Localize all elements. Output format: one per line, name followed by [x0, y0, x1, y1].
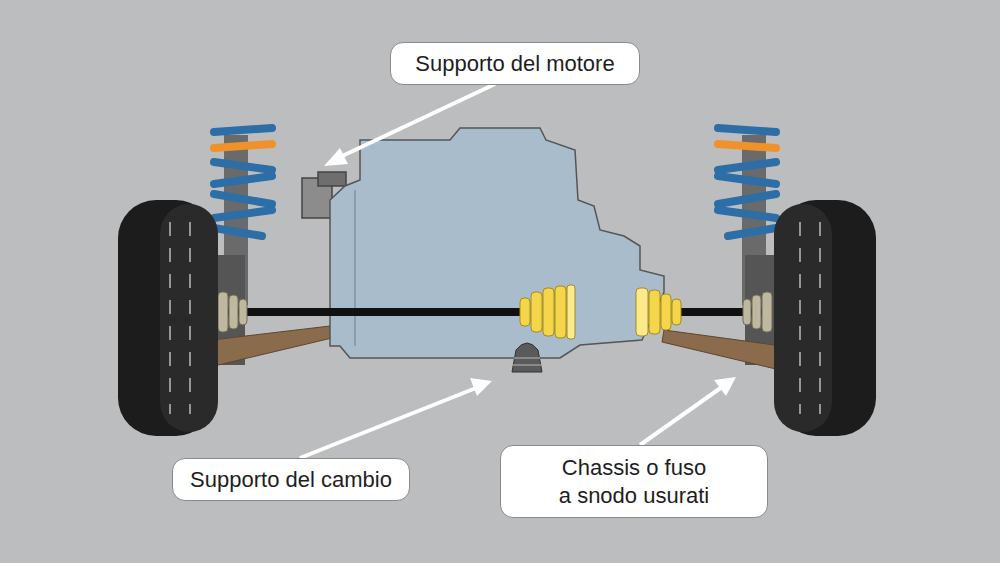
leader-arrow: [640, 377, 736, 445]
boot-rib: [520, 298, 530, 326]
leader-line: [338, 84, 495, 158]
boot-rib: [743, 299, 751, 325]
boot-rib: [218, 292, 228, 332]
arrow-head: [470, 378, 492, 396]
gearbox-mount: [512, 343, 542, 372]
arrow-head: [714, 377, 736, 396]
leader-arrow: [300, 378, 492, 458]
boot-rib: [239, 299, 247, 325]
boot-rib: [649, 290, 660, 334]
coil-spring: [718, 128, 776, 236]
engine-detail: [354, 190, 356, 346]
spring-seat: [214, 144, 272, 148]
boot-rib: [762, 292, 772, 332]
engine-block: [330, 128, 664, 358]
callout-text: Supporto del motore: [415, 50, 614, 78]
spring-seat: [718, 144, 776, 148]
control-arm: [212, 326, 332, 366]
spring-coil: [718, 210, 776, 218]
boot-rib: [229, 295, 238, 329]
spring-coil: [214, 210, 272, 218]
spring-coil: [718, 162, 776, 170]
tread-line: [169, 222, 171, 414]
tyre-tread: [160, 204, 218, 432]
spring-coil: [214, 228, 262, 236]
tread-line: [819, 222, 821, 414]
callout-text: Chassis o fuso a snodo usurati: [556, 454, 712, 510]
cv-boot: [520, 285, 681, 339]
boot-rib: [555, 286, 566, 338]
cv-boot: [218, 292, 772, 332]
boot-rib: [543, 288, 554, 336]
wheel: [118, 200, 218, 436]
arrow-head: [324, 148, 348, 166]
spring-coil: [214, 162, 272, 170]
boot-rib: [661, 294, 671, 330]
spring-coil: [214, 128, 272, 132]
callout-box: Supporto del motore: [390, 42, 640, 85]
tyre-tread: [774, 204, 832, 432]
tread-line: [189, 222, 191, 414]
boot-rib: [636, 288, 648, 336]
callout-text: Supporto del cambio: [190, 466, 392, 494]
mount-rubber: [512, 343, 542, 372]
spring-coil: [214, 194, 272, 204]
spring-coil: [728, 228, 776, 236]
spring-coil: [718, 194, 776, 204]
boot-rib: [752, 295, 761, 329]
spring-coil: [718, 176, 776, 184]
leader-arrow: [324, 84, 495, 166]
boot-rib: [567, 285, 575, 339]
boot-rib: [531, 292, 542, 332]
spring-coil: [718, 128, 776, 132]
callout-box: Supporto del cambio: [172, 458, 410, 501]
spring-coil: [214, 176, 272, 184]
leader-line: [640, 387, 722, 445]
leader-line: [300, 388, 476, 458]
mount-rib: [514, 357, 540, 359]
boot-rib: [672, 299, 681, 325]
coil-spring: [214, 128, 272, 236]
callout-box: Chassis o fuso a snodo usurati: [500, 445, 768, 518]
driveshaft: [225, 308, 525, 316]
engine-mount: [318, 172, 346, 186]
wheel: [774, 200, 876, 436]
mount-rib: [513, 364, 541, 366]
tread-line: [799, 222, 801, 414]
control-arm: [662, 330, 782, 370]
